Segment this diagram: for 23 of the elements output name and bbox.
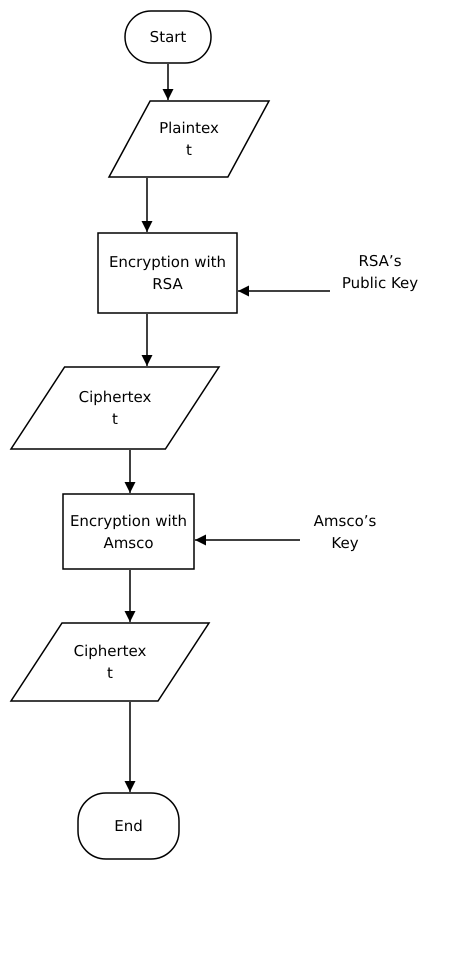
node-text: End (113, 816, 144, 837)
data-parallelogram (10, 366, 220, 450)
process-box (62, 493, 195, 570)
terminal-shape (77, 792, 180, 860)
data-parallelogram (10, 622, 210, 702)
node-text: Ciphertex t (78, 387, 152, 430)
arrow (162, 64, 174, 100)
node-text: Encryption with RSA (108, 252, 228, 295)
arrow (142, 178, 152, 232)
arrow (124, 702, 136, 792)
arrow (124, 450, 136, 493)
arrow (124, 570, 136, 622)
input-label: Amsco’s Key (312, 511, 378, 554)
arrow (195, 534, 300, 546)
input-label: RSA’s Public Key (340, 251, 420, 294)
process-box (97, 232, 238, 314)
node-text: Start (148, 27, 188, 48)
node-text: Ciphertex t (72, 641, 148, 684)
arrow (142, 314, 152, 366)
node-text: Encryption with Amsco (68, 510, 188, 554)
arrow (238, 286, 330, 296)
node-text: Plaintex t (158, 118, 220, 161)
data-parallelogram (108, 100, 270, 178)
